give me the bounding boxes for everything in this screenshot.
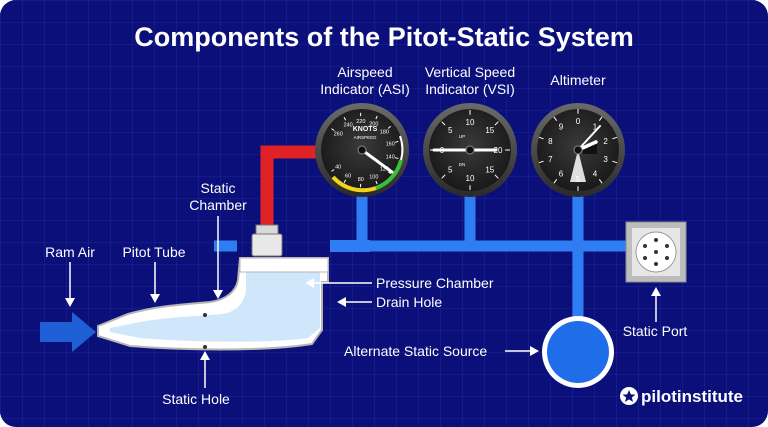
ram-air-label: Ram Air <box>45 244 95 260</box>
asi-tick-0: 260 <box>334 131 343 137</box>
pitot-pressure-line <box>260 145 330 225</box>
asi-label-line1: Airspeed <box>337 64 392 80</box>
asi-tick-8: 100 <box>369 174 378 180</box>
vsi-tick-4: 20 <box>494 146 503 155</box>
alt-tick-7: 7 <box>548 155 553 164</box>
asi-tick-3: 200 <box>369 122 378 128</box>
alt-tick-6: 6 <box>559 169 564 178</box>
asi-tick-mark-5 <box>394 141 399 143</box>
alternate-static-source-label: Alternate Static Source <box>344 343 487 359</box>
alt-tick-3: 3 <box>603 155 608 164</box>
asi-tick-9: 80 <box>358 177 364 183</box>
alt-tick-0: 0 <box>576 117 581 126</box>
pitot-tube-body <box>97 257 329 351</box>
asi-tick-mark-6 <box>394 157 399 159</box>
asi-tick-mark-7 <box>387 171 392 175</box>
alt-tick-mark-8 <box>538 136 544 140</box>
pitot-tube-label: Pitot Tube <box>122 244 185 260</box>
static-line-left-stub <box>330 240 370 252</box>
vsi-tick-mark-7 <box>441 174 446 179</box>
asi-label-line2: Indicator (ASI) <box>320 81 409 97</box>
asi-tick-mark-0 <box>331 128 335 131</box>
static-line-network <box>214 190 626 330</box>
asi-tick-4: 180 <box>380 130 389 136</box>
vertical-speed-indicator: 0510152015105 UP DN <box>423 103 517 197</box>
alt-tick-8: 8 <box>548 137 553 146</box>
vsi-label-line1: Vertical Speed <box>425 64 515 80</box>
asi-needle <box>360 148 394 174</box>
vsi-tick-1: 5 <box>448 126 453 135</box>
vsi-tick-mark-1 <box>441 121 446 126</box>
asi-tick-6: 140 <box>386 155 395 161</box>
static-hole-label: Static Hole <box>162 391 230 407</box>
asi-tick-5: 160 <box>386 141 395 147</box>
alt-tick-1: 1 <box>593 122 598 131</box>
alt-tick-4: 4 <box>593 169 598 178</box>
vsi-tick-5: 15 <box>485 166 494 175</box>
static-port-label: Static Port <box>623 323 688 339</box>
asi-face-units: KNOTS <box>353 126 378 133</box>
alternate-static-source-inner <box>547 321 609 383</box>
vsi-face-dn: DN <box>459 162 466 167</box>
alt-tick-mark-1 <box>598 116 603 121</box>
vsi-tick-2: 10 <box>466 118 475 127</box>
altimeter-label: Altimeter <box>550 72 606 88</box>
static-port <box>625 221 687 283</box>
alt-tick-mark-3 <box>612 160 618 164</box>
vsi-tick-7: 5 <box>448 166 453 175</box>
pilotinstitute-logo: pilotinstitute <box>620 387 743 406</box>
drain-hole-label: Drain Hole <box>376 294 442 310</box>
asi-tick-mark-1 <box>343 117 347 121</box>
alt-tick-9: 9 <box>559 122 564 131</box>
altimeter-striped-indicator <box>570 150 586 182</box>
alt-tick-2: 2 <box>603 137 608 146</box>
vsi-face-up: UP <box>459 134 465 139</box>
asi-tick-mark-10 <box>343 179 347 183</box>
alt-tick-mark-4 <box>598 179 603 184</box>
alt-tick-mark-2 <box>612 136 618 140</box>
altimeter-long-needle <box>577 125 601 151</box>
alt-tick-mark-6 <box>553 179 558 184</box>
asi-tick-10: 60 <box>345 173 351 179</box>
asi-tick-mark-8 <box>375 180 378 185</box>
static-chamber-label-line1: Static <box>200 180 235 196</box>
labels <box>65 216 661 388</box>
asi-tick-mark-11 <box>331 169 335 172</box>
asi-tick-mark-3 <box>375 115 378 120</box>
alt-tick-mark-9 <box>553 116 558 121</box>
tube-connector-base <box>251 233 283 257</box>
asi-tick-7: 120 <box>380 166 389 172</box>
brand-name: pilotinstitute <box>641 387 743 406</box>
asi-face-sub: AIRSPEED <box>354 135 378 140</box>
ram-air-arrow <box>40 312 96 352</box>
asi-tick-mark-4 <box>387 125 392 129</box>
diagram-title: Components of the Pitot-Static System <box>134 22 634 52</box>
static-chamber-label-line2: Chamber <box>189 197 247 213</box>
vsi-label-line2: Indicator (VSI) <box>425 81 514 97</box>
pressure-chamber-label: Pressure Chamber <box>376 275 494 291</box>
asi-tick-11: 40 <box>335 165 341 171</box>
vsi-tick-mark-5 <box>494 174 499 179</box>
pitot-top-hole <box>203 313 207 317</box>
asi-tick-2: 220 <box>356 119 365 125</box>
vsi-tick-6: 10 <box>466 174 475 183</box>
altimeter: 0123456789 <box>531 103 625 197</box>
vsi-tick-mark-3 <box>494 121 499 126</box>
alt-tick-mark-7 <box>538 160 544 164</box>
asi-tick-1: 240 <box>344 123 353 129</box>
static-hole-dot <box>203 345 207 349</box>
vsi-tick-3: 15 <box>485 126 494 135</box>
